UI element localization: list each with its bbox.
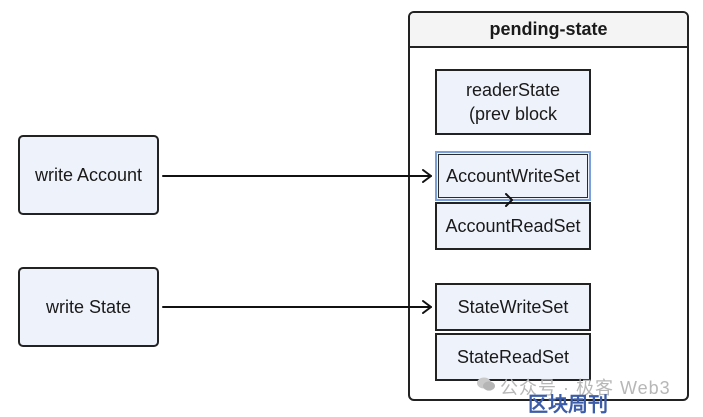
state-write-set-label: StateWriteSet	[457, 297, 569, 317]
reader-state-label: readerState (prev block	[465, 80, 561, 124]
watermark-logo: 区块周刊	[528, 394, 608, 416]
state-read-set-node[interactable]: StateReadSet	[435, 333, 591, 381]
arrowhead-write-state	[422, 300, 432, 314]
account-write-set-label: AccountWriteSet	[446, 166, 580, 186]
arrowhead-write-account	[422, 169, 432, 183]
watermark-text: 公众号 · 极客 Web3	[500, 378, 671, 398]
connector-chevron-icon	[505, 193, 513, 207]
write-state-label: write State	[45, 297, 132, 317]
write-state-node[interactable]: write State	[18, 267, 159, 347]
state-write-set-node[interactable]: StateWriteSet	[435, 283, 591, 331]
pending-state-title: pending-state	[489, 19, 608, 39]
pending-state-header: pending-state	[410, 13, 687, 48]
state-read-set-label: StateReadSet	[456, 347, 570, 367]
write-account-label: write Account	[34, 165, 143, 185]
reader-state-node[interactable]: readerState (prev block	[435, 69, 591, 135]
wechat-icon	[477, 377, 495, 391]
write-account-node[interactable]: write Account	[18, 135, 159, 215]
account-write-set-node[interactable]: AccountWriteSet	[435, 151, 591, 201]
account-read-set-node[interactable]: AccountReadSet	[435, 202, 591, 250]
account-read-set-label: AccountReadSet	[445, 216, 581, 236]
